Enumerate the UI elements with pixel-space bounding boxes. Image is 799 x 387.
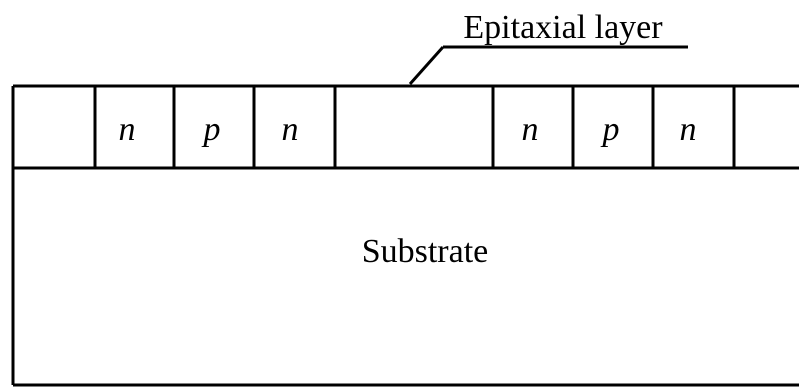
region-label-n: n bbox=[522, 111, 539, 148]
region-label-n: n bbox=[119, 111, 136, 148]
region-label-n: n bbox=[282, 111, 299, 148]
substrate-label: Substrate bbox=[362, 233, 489, 270]
region-label-n: n bbox=[680, 111, 697, 148]
epitaxial-layer-label: Epitaxial layer bbox=[463, 9, 663, 46]
region-label-p: p bbox=[202, 111, 221, 148]
epitaxial-leader-line bbox=[408, 46, 445, 85]
region-label-p: p bbox=[601, 111, 620, 148]
